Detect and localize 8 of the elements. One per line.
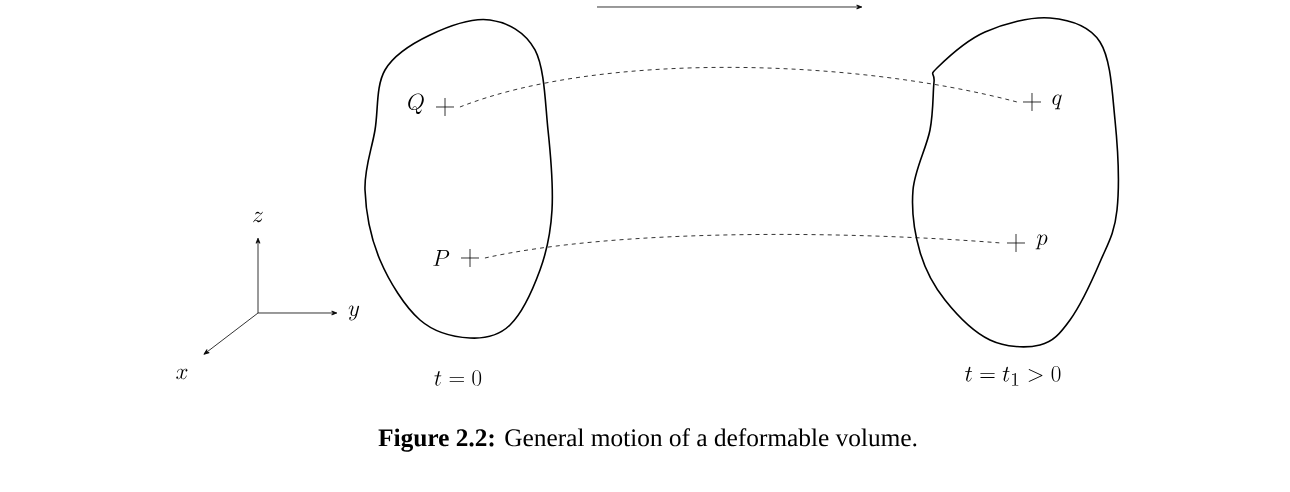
axis-label: $x$: [176, 368, 188, 380]
axis-label: $y$: [348, 305, 360, 321]
node-label: $t = 0$: [434, 370, 482, 386]
node-label: $t = t_1 > 0$: [965, 365, 1061, 386]
dashed-path: [484, 234, 1002, 259]
figure-caption: Figure 2.2: General motion of a deformable volume.: [378, 428, 917, 452]
axis-label: $z$: [253, 211, 263, 223]
dashed-path: [459, 66, 1018, 108]
